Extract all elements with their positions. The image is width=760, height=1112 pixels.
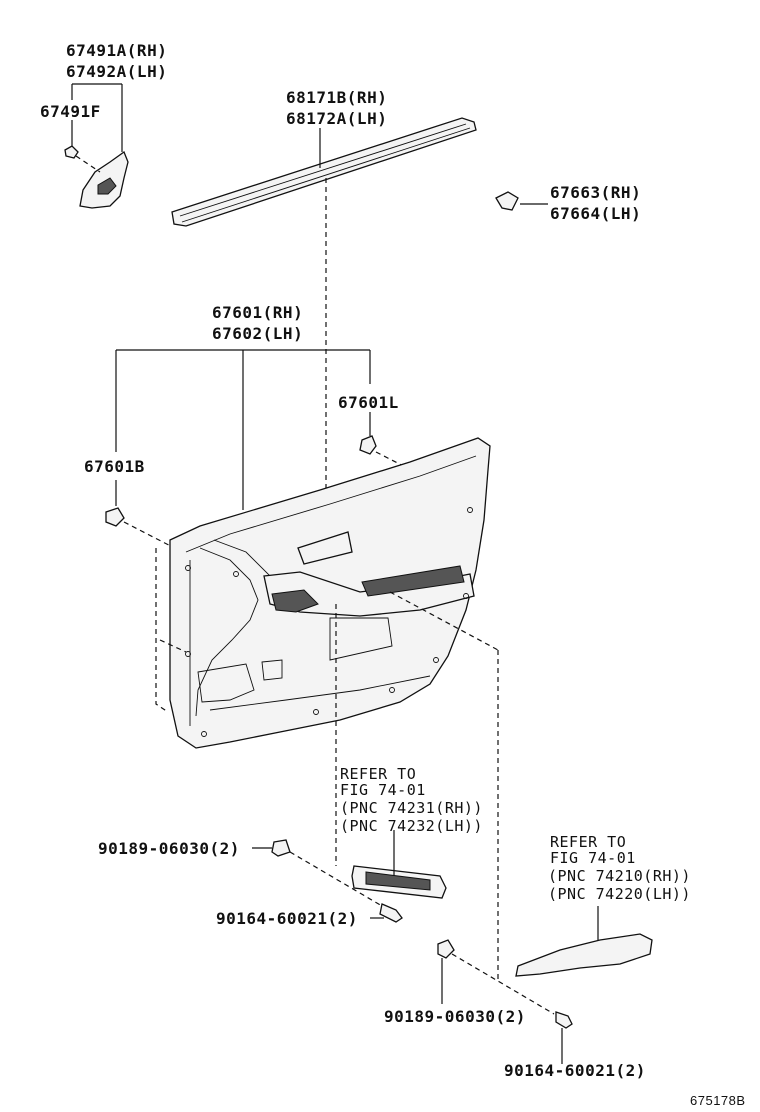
label-90164-a: 90164-60021(2) [216, 909, 358, 928]
label-68171b: 68171B(RH) [286, 88, 388, 107]
figure-id: 675178B [690, 1093, 746, 1108]
ref1-line1: REFER TO [340, 765, 417, 783]
label-90189-b: 90189-06030(2) [384, 1007, 526, 1026]
label-67602: 67602(LH) [212, 324, 304, 343]
armrest-part [515, 933, 653, 977]
label-67601b: 67601B [84, 457, 145, 476]
ref1-line2: FIG 74-01 [340, 781, 426, 799]
ref2-line4: (PNC 74220(LH)) [548, 885, 691, 903]
label-67663: 67663(RH) [550, 183, 642, 202]
door-trim-panel [169, 437, 491, 749]
clip-90189-b [437, 939, 455, 959]
clip-67663 [495, 191, 519, 211]
clip-90189-a [271, 839, 291, 857]
ref2-line1: REFER TO [550, 833, 627, 851]
ref1-line3: (PNC 74231(RH)) [340, 799, 483, 817]
label-67491f: 67491F [40, 102, 101, 121]
ref1-line4: (PNC 74232(LH)) [340, 817, 483, 835]
clip-67601b [105, 507, 125, 527]
label-67492a: 67492A(LH) [66, 62, 168, 81]
label-90189-a: 90189-06030(2) [98, 839, 240, 858]
ref2-line3: (PNC 74210(RH)) [548, 867, 691, 885]
screw-90164-a [379, 903, 403, 923]
small-clip-67491f [64, 145, 79, 159]
label-67664: 67664(LH) [550, 204, 642, 223]
door-cover-part [79, 150, 129, 209]
ref2-line2: FIG 74-01 [550, 849, 636, 867]
screw-90164-b [555, 1011, 573, 1029]
label-67601l: 67601L [338, 393, 399, 412]
clip-67601l [359, 435, 377, 455]
label-90164-b: 90164-60021(2) [504, 1061, 646, 1080]
window-switch-base [351, 865, 447, 899]
weatherstrip-part [171, 117, 477, 227]
label-68172a: 68172A(LH) [286, 109, 388, 128]
label-67491a: 67491A(RH) [66, 41, 168, 60]
label-67601: 67601(RH) [212, 303, 304, 322]
